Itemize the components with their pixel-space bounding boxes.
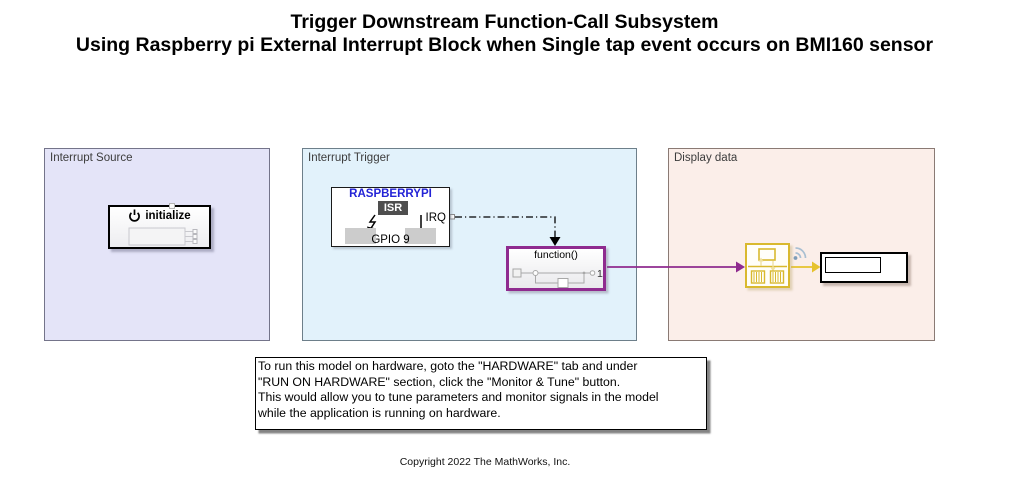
power-icon (129, 209, 141, 222)
initialize-event-port (169, 203, 175, 209)
model-title-line1: Trigger Downstream Function-Call Subsyst… (290, 11, 719, 33)
display-value-field (825, 257, 881, 273)
function-outport-number: 1 (597, 268, 603, 280)
hardware-sink-block[interactable] (745, 243, 790, 288)
initialize-block-header: initialize (110, 209, 209, 222)
display-input-wire-arrowhead (812, 261, 821, 273)
gpio-pin-label: GPIO 9 (371, 234, 410, 246)
annotation-text: To run this model on hardware, goto the … (258, 359, 659, 420)
irq-output-port[interactable] (449, 214, 455, 220)
raspberrypi-header: RASPBERRYPI (349, 188, 432, 200)
isr-badge: ISR (378, 201, 408, 215)
model-title: Trigger Downstream Function-Call Subsyst… (0, 11, 1009, 57)
external-interrupt-block[interactable]: RASPBERRYPI ISR GPIO 9 IRQ (331, 187, 450, 247)
function-call-subsystem-block[interactable]: function() 1 (506, 246, 606, 291)
copyright-text: Copyright 2022 The MathWorks, Inc. (399, 456, 571, 468)
irq-trigger-wire-arrowhead (549, 237, 561, 246)
function-subsystem-preview-icon: 1 (512, 268, 603, 288)
initialize-label: initialize (145, 209, 191, 222)
subsystem-preview-icon (128, 227, 198, 246)
irq-port-label: IRQ (425, 212, 446, 224)
area-display-data-label: Display data (674, 152, 738, 164)
area-interrupt-trigger-label: Interrupt Trigger (308, 152, 390, 164)
function-label: function() (534, 249, 578, 261)
function-output-wire-arrowhead (736, 261, 745, 273)
wireless-logging-icon (793, 247, 807, 260)
annotation-note[interactable]: To run this model on hardware, goto the … (255, 357, 707, 430)
model-title-line2: Using Raspberry pi External Interrupt Bl… (75, 34, 934, 56)
area-display-data[interactable]: Display data (668, 148, 935, 341)
area-interrupt-source-label: Interrupt Source (50, 152, 133, 164)
pin-pad-right (405, 228, 436, 244)
display-block[interactable] (820, 252, 908, 283)
hardware-buffer-icon (748, 248, 787, 284)
pin-pad-left (345, 228, 376, 244)
initialize-subsystem-block[interactable]: initialize (108, 203, 211, 249)
irq-trigger-wire[interactable] (455, 216, 556, 238)
